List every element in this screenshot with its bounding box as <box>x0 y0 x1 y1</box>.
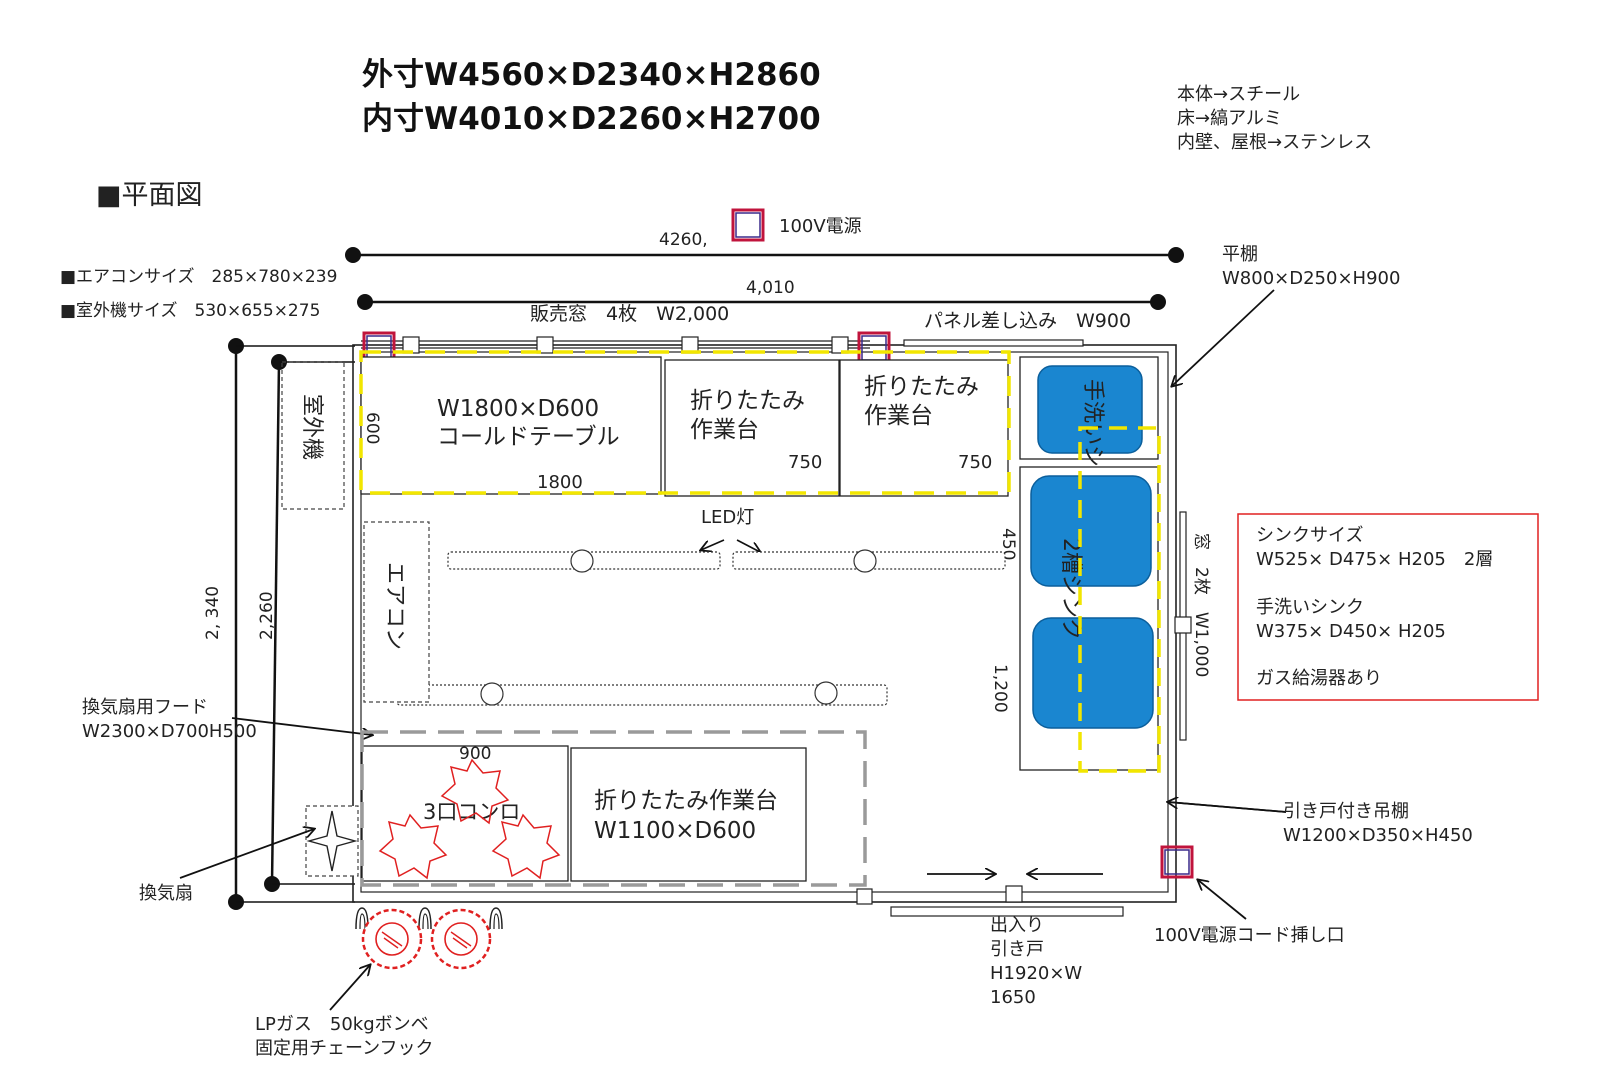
dim-outer-width: 4260, <box>345 230 1184 263</box>
led-light-3 <box>396 681 888 706</box>
folding-worktable-1-line2: 作業台 <box>690 417 759 443</box>
power-cord-inlet-label: 100V電源コード挿し口 <box>1154 925 1345 946</box>
sink-basin-2 <box>1032 617 1154 729</box>
door-label-3: H1920×W <box>990 963 1082 984</box>
led-light-1 <box>447 549 721 573</box>
folding-worktable-2 <box>839 359 1009 497</box>
sink-info-line-2: W525× D475× H205 2層 <box>1256 549 1493 570</box>
chain-hook-2 <box>418 907 432 930</box>
gas-cylinder-2 <box>430 908 492 970</box>
chain-hook-3 <box>489 907 503 930</box>
sink-info-line-7: ガス給湯器あり <box>1256 668 1382 689</box>
materials-list: 本体→スチール 床→縞アルミ 内壁、屋根→ステンレス <box>1177 84 1372 153</box>
dim-inner-depth-label: 2,260 <box>257 591 277 640</box>
door-label-4: 1650 <box>990 987 1036 1008</box>
panel-insert-slot <box>903 339 1084 347</box>
sink-info-box <box>1237 513 1539 701</box>
cold-table-width: 1800 <box>537 472 583 493</box>
panel-insert-label: パネル差し込み W900 <box>924 310 1131 332</box>
flat-shelf-title: 平棚 <box>1222 244 1258 265</box>
folding-worktable-1-line1: 折りたたみ <box>690 388 805 414</box>
stove-width-dim: 900 <box>459 744 491 764</box>
air-conditioner <box>363 521 430 703</box>
flat-shelf-size: W800×D250×H900 <box>1222 268 1400 289</box>
hood-label-line1: 換気扇用フード <box>82 697 208 718</box>
led-light-2 <box>732 549 1006 573</box>
side-window-label: 窓 2枚 W1,000 <box>1191 533 1211 677</box>
sink-basin-1 <box>1030 475 1152 587</box>
stove-label: 3口コンロ <box>423 800 520 824</box>
sink-length-dim: 1,200 <box>990 664 1010 713</box>
folding-worktable-3-line1: 折りたたみ作業台 <box>594 788 778 814</box>
material-floor: 床→縞アルミ <box>1177 108 1282 129</box>
folding-worktable-1 <box>664 359 840 497</box>
gas-label-line2: 固定用チェーンフック <box>255 1038 434 1059</box>
hanging-shelf-area <box>1078 426 1161 773</box>
sales-window-label: 販売窓 4枚 W2,000 <box>530 303 729 325</box>
sink-info-line-5: W375× D450× H205 <box>1256 621 1446 642</box>
cold-table-size: W1800×D600 <box>437 396 599 422</box>
dim-inner-width: 4,010 <box>357 278 1166 310</box>
dim-inner-width-label: 4,010 <box>746 278 795 298</box>
gas-cylinder-1 <box>361 908 423 970</box>
led-label: LED灯 <box>701 507 754 528</box>
folding-worktable-3-line2: W1100×D600 <box>594 818 756 844</box>
ventilation-hood-area <box>360 730 867 887</box>
hanging-shelf-label-line1: 引き戸付き吊棚 <box>1283 801 1409 822</box>
dim-outer-depth-label: 2, 340 <box>203 586 223 640</box>
plan-title: ■平面図 <box>96 180 203 211</box>
cold-table-label: コールドテーブル <box>437 424 620 450</box>
folding-worktable-2-width: 750 <box>958 452 992 473</box>
outer-dimensions: 外寸W4560×D2340×H2860 <box>362 57 821 93</box>
upper-shelf-area <box>359 350 1011 495</box>
outdoor-unit <box>281 361 345 510</box>
outdoor-unit-size-note: ■室外機サイズ 530×655×275 <box>60 301 320 321</box>
folding-worktable-2-line1: 折りたたみ <box>864 374 979 400</box>
folding-worktable-1-width: 750 <box>788 452 822 473</box>
cold-table-depth: 600 <box>362 412 382 444</box>
material-body: 本体→スチール <box>1177 84 1300 105</box>
three-burner-stove <box>361 745 569 882</box>
fan-label: 換気扇 <box>139 883 193 904</box>
air-conditioner-label: エアコン <box>382 562 407 650</box>
door-label-2: 引き戸 <box>990 939 1044 960</box>
hood-label-line2: W2300×D700H500 <box>82 721 257 742</box>
material-walls: 内壁、屋根→ステンレス <box>1177 132 1372 153</box>
folding-worktable-3 <box>570 747 807 882</box>
dim-outer-width-label: 4260, <box>659 230 708 250</box>
burner-3 <box>491 813 561 880</box>
door-label-1: 出入り <box>990 915 1044 936</box>
hand-sink-basin <box>1037 365 1143 454</box>
fan-icon <box>306 810 358 872</box>
power-outlet-legend-icon <box>731 208 765 242</box>
sink-info-line-4: 手洗いシンク <box>1256 597 1364 618</box>
power-100v-label: 100V電源 <box>779 216 862 237</box>
hanging-shelf-label-line2: W1200×D350×H450 <box>1283 825 1473 846</box>
aircon-size-note: ■エアコンサイズ 285×780×239 <box>60 267 337 287</box>
folding-worktable-2-line2: 作業台 <box>864 403 933 429</box>
dim-outer-depth: 2, 340 <box>203 338 355 910</box>
outdoor-unit-label: 室外機 <box>299 394 324 460</box>
chain-hook-1 <box>355 907 369 930</box>
sink-info-line-1: シンクサイズ <box>1256 525 1363 546</box>
inner-dimensions: 内寸W4010×D2260×H2700 <box>362 101 821 137</box>
power-cord-inlet <box>1160 845 1194 879</box>
sliding-door <box>890 906 1124 917</box>
burner-2 <box>378 813 448 880</box>
gas-label-line1: LPガス 50kgボンベ <box>255 1014 429 1035</box>
burner-1 <box>440 758 510 825</box>
